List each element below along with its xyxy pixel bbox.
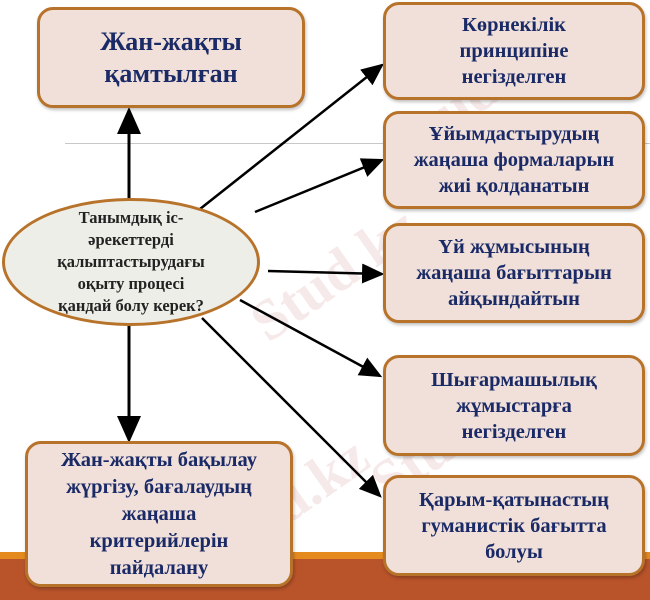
node-top-left: Жан-жақты қамтылған <box>37 7 305 108</box>
node-right-1: Көрнекілік принципіне негізделген <box>383 2 645 100</box>
arrow-to-right-2 <box>254 158 385 214</box>
node-right-4: Шығармашылық жұмыстарға негізделген <box>383 355 645 456</box>
node-label: Танымдық іс- әрекеттерді қалыптастырудағ… <box>57 208 205 315</box>
arrow-to-right-1 <box>199 63 384 210</box>
node-label: Көрнекілік принципіне негізделген <box>459 14 569 88</box>
footer-accent-stripe <box>0 552 650 559</box>
node-label: Қарым-қатынастың гуманистік бағытта болу… <box>419 488 609 563</box>
node-label: Жан-жақты бақылау жүргізу, бағалаудың жа… <box>60 448 258 579</box>
node-label: Үй жұмысының жаңаша бағыттарын айқындайт… <box>416 236 612 310</box>
node-center-question: Танымдық іс- әрекеттерді қалыптастырудағ… <box>2 198 260 326</box>
node-label: Ұйымдастырудың жаңаша формаларын жиі қол… <box>413 123 615 197</box>
node-right-5: Қарым-қатынастың гуманистік бағытта болу… <box>383 475 645 576</box>
divider-line <box>65 143 650 144</box>
node-bottom-left: Жан-жақты бақылау жүргізу, бағалаудың жа… <box>25 441 293 587</box>
node-right-3: Үй жұмысының жаңаша бағыттарын айқындайт… <box>383 223 645 323</box>
node-right-2: Ұйымдастырудың жаңаша формаларын жиі қол… <box>383 111 645 209</box>
arrow-to-right-5 <box>201 317 382 498</box>
arrow-to-right-4 <box>239 298 383 378</box>
node-label: Шығармашылық жұмыстарға негізделген <box>431 368 597 443</box>
node-label: Жан-жақты қамтылған <box>100 26 242 88</box>
arrow-to-right-3 <box>267 263 385 284</box>
